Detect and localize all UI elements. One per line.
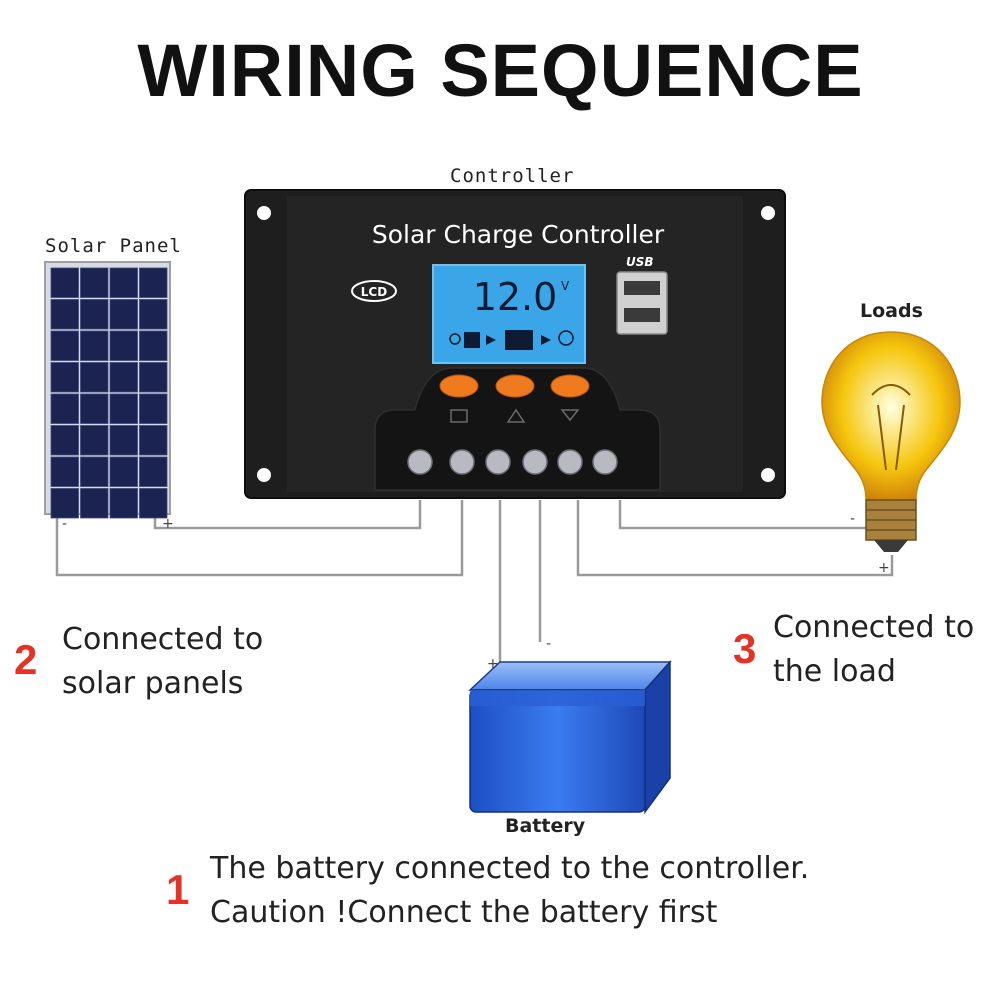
battery-front [469,689,646,813]
terminal-load-minus [592,449,618,475]
bulb-glass [821,331,961,501]
solar-cell [139,425,168,456]
solar-cell [139,362,168,393]
step-2-number: 2 [14,636,38,683]
charge-controller: Solar Charge Controller LCD 12.0 V USB [244,189,786,499]
wire-load-plus [576,500,894,577]
solar-cell [80,425,109,456]
battery-top [468,661,672,691]
solar-cell [80,393,109,424]
mount-hole-br [761,468,775,482]
solar-cell [50,362,79,393]
terminal-battery-minus [522,449,548,475]
solar-cell [139,488,168,519]
solar-cell [139,267,168,298]
bulb-tip [874,540,908,552]
solar-cell [109,425,138,456]
solar-cell [50,488,79,519]
solar-cell [80,330,109,361]
solar-cell [139,330,168,361]
lcd-reading: 12.0 [473,275,558,319]
lcd-badge-text: LCD [361,285,387,299]
step-1-line-1: The battery connected to the controller. [210,851,810,886]
step-1-text: The battery connected to the controller.… [210,847,809,935]
wire-panel-plus [153,500,422,530]
solar-cell [139,299,168,330]
load-plus-mark: + [878,560,890,576]
usb-port-2 [624,308,660,322]
menu-button-3 [550,374,590,398]
terminal-panel-minus [449,449,475,475]
lcd-flow-icons [449,330,574,350]
solar-cell [139,456,168,487]
load-minus-mark: - [850,511,855,527]
solar-cell [109,330,138,361]
solar-cell [80,267,109,298]
battery-minus-mark: - [546,636,551,652]
solar-panel [44,261,171,519]
step-3-text: Connected to the load [773,606,974,694]
step-2-text: Connected to solar panels [62,618,263,706]
step-1-line-2: Caution !Connect the battery first [210,895,718,930]
solar-cell [80,362,109,393]
usb-label: USB [626,255,654,269]
solar-cell [109,393,138,424]
solar-cell [109,299,138,330]
menu-button-2 [495,374,535,398]
button-symbols [450,408,580,423]
solar-panel-label: Solar Panel [45,235,182,257]
solar-cell [80,488,109,519]
terminal-load-plus [557,449,583,475]
step-3-number: 3 [733,625,757,672]
menu-button-1 [439,374,479,398]
battery-label: Battery [505,815,586,837]
wire-group [55,500,894,668]
battery [468,660,672,815]
solar-cell [139,393,168,424]
step-3-line-1: Connected to [773,610,975,645]
terminal-panel-plus [407,449,433,475]
solar-cell [50,393,79,424]
solar-cell [109,362,138,393]
terminal-battery-plus [485,449,511,475]
terminal-row [407,449,618,475]
diagram-title: WIRING SEQUENCE [137,29,864,112]
solar-cell [50,299,79,330]
solar-cell [50,456,79,487]
button-panel [374,367,661,491]
wire-load-minus [618,500,868,530]
lcd-badge [351,280,397,302]
solar-cell [80,299,109,330]
usb-port-1 [624,281,660,295]
mount-hole-tl [257,206,271,220]
wire-panel-minus [55,500,464,577]
solar-cell [50,425,79,456]
battery-plus-mark: + [487,656,499,672]
solar-cell [50,267,79,298]
lcd-unit: V [561,279,570,293]
loads-label: Loads [860,300,923,322]
step-1-number: 1 [166,866,190,913]
solar-cell [80,456,109,487]
light-bulb [821,331,961,552]
mount-hole-tr [761,206,775,220]
solar-cell [109,456,138,487]
solar-cell [50,330,79,361]
panel-minus-mark: - [62,516,67,532]
bulb-filament [871,384,911,471]
solar-cell [109,488,138,519]
step-2-line-2: solar panels [62,666,244,701]
step-3-line-2: the load [773,654,896,689]
solar-cell [109,267,138,298]
controller-label: Controller [450,165,575,187]
controller-name: Solar Charge Controller [372,220,665,249]
panel-plus-mark: + [162,516,174,532]
mount-hole-bl [257,468,271,482]
step-2-line-1: Connected to [62,622,264,657]
